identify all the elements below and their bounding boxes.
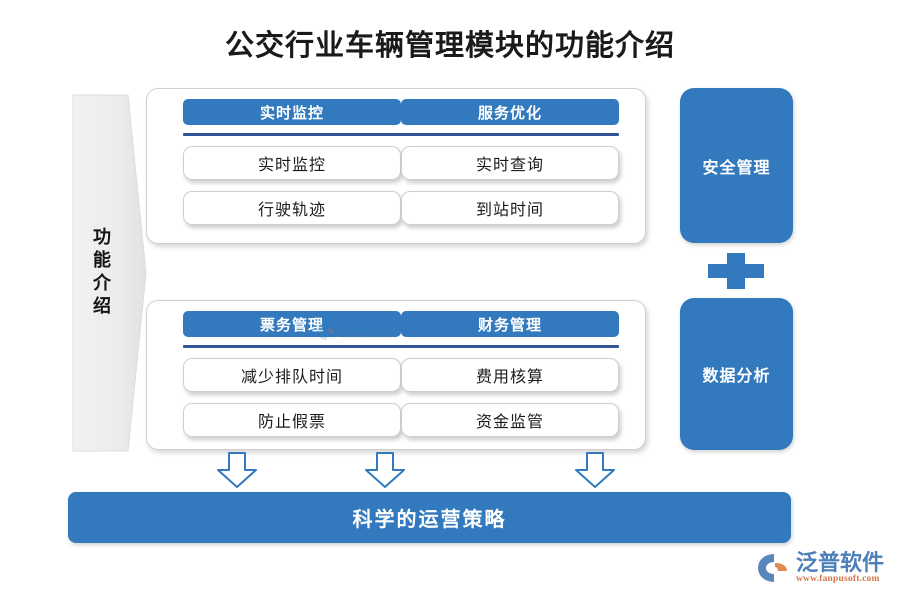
panel-column-right: 财务管理 费用核算 资金监管 [401, 301, 619, 449]
left-band-label: 功能介绍 [91, 227, 111, 319]
item-box[interactable]: 费用核算 [401, 358, 619, 392]
panel-column-left: 票务管理 减少排队时间 防止假票 [183, 301, 401, 449]
panel-columns: 实时监控 实时监控 行驶轨迹 服务优化 实时查询 到站时间 [147, 89, 645, 243]
page-title: 公交行业车辆管理模块的功能介绍 [224, 30, 675, 62]
left-band-label-wrap: 功能介绍 [70, 92, 132, 454]
down-arrow-icon [216, 452, 258, 488]
column-header-realtime-monitoring[interactable]: 实时监控 [183, 99, 401, 125]
brand-logo-name: 泛普软件 [796, 550, 885, 576]
item-box[interactable]: 行驶轨迹 [183, 191, 401, 225]
chevron-band-shape [72, 94, 147, 452]
item-box[interactable]: 实时监控 [183, 146, 401, 180]
panel-ticketing-finance: 票务管理 减少排队时间 防止假票 财务管理 费用核算 资金监管 [146, 300, 646, 450]
brand-logo: 泛普软件 www.fanpusoft.com [756, 546, 892, 590]
item-box[interactable]: 资金监管 [401, 403, 619, 437]
box-data-analysis[interactable]: 数据分析 [680, 298, 793, 450]
bottom-result-bar[interactable]: 科学的运营策略 [68, 492, 791, 543]
panel-divider [183, 133, 619, 136]
column-header-ticket-management[interactable]: 票务管理 [183, 311, 401, 337]
plus-connector-icon [708, 253, 764, 289]
item-box[interactable]: 实时查询 [401, 146, 619, 180]
column-header-finance-management[interactable]: 财务管理 [401, 311, 619, 337]
panel-columns: 票务管理 减少排队时间 防止假票 财务管理 费用核算 资金监管 [147, 301, 645, 449]
item-box[interactable]: 减少排队时间 [183, 358, 401, 392]
panel-column-right: 服务优化 实时查询 到站时间 [401, 89, 619, 243]
brand-logo-url: www.fanpusoft.com [796, 573, 880, 584]
brand-logo-icon [758, 554, 787, 582]
box-safety-management[interactable]: 安全管理 [680, 88, 793, 243]
down-arrow-icon [364, 452, 406, 488]
column-header-service-optimization[interactable]: 服务优化 [401, 99, 619, 125]
left-chevron-band: 功能介绍 [70, 92, 148, 454]
item-box[interactable]: 到站时间 [401, 191, 619, 225]
panel-monitoring: 实时监控 实时监控 行驶轨迹 服务优化 实时查询 到站时间 [146, 88, 646, 244]
item-box[interactable]: 防止假票 [183, 403, 401, 437]
panel-column-left: 实时监控 实时监控 行驶轨迹 [183, 89, 401, 243]
panel-divider [183, 345, 619, 348]
down-arrow-icon [574, 452, 616, 488]
brand-logo-text-wrap: 泛普软件 www.fanpusoft.com [796, 551, 884, 584]
